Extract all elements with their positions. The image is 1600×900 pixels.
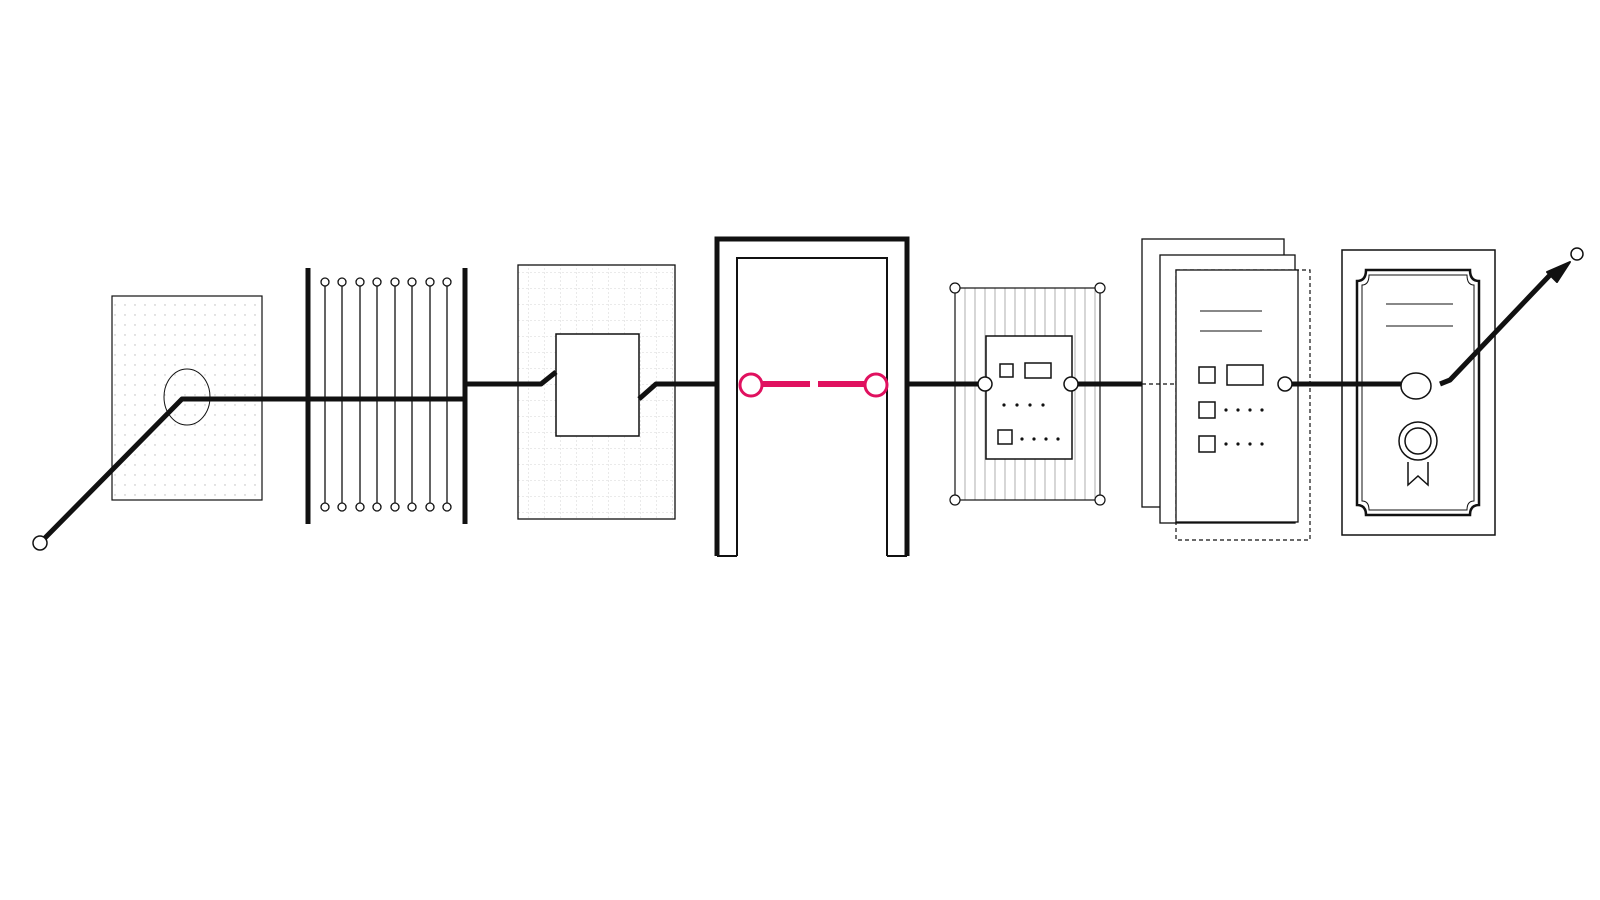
documents-output-node [1277, 376, 1293, 392]
parallel-lines-filter-icon [305, 268, 468, 524]
flow-start-node [32, 535, 48, 551]
certificate-node [1400, 372, 1432, 400]
form-document-with-handles-icon [949, 282, 1106, 506]
gateway-connector-accent [738, 372, 889, 398]
stacked-documents-icon [1141, 238, 1311, 541]
flow-path [38, 273, 1552, 545]
grid-panel-with-box-icon [517, 264, 676, 520]
arrow-up-right-icon [1546, 261, 1571, 283]
flow-end-node [1570, 247, 1584, 261]
form-input-node [977, 376, 993, 392]
form-output-node [1063, 376, 1079, 392]
gateway-arch-icon [714, 236, 910, 557]
